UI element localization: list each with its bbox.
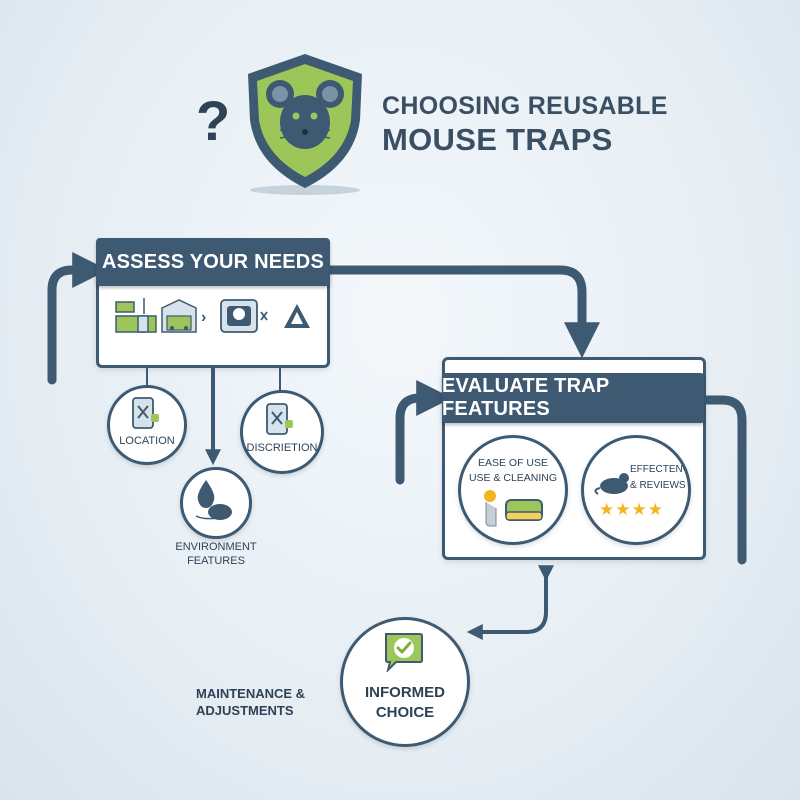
evaluate-features-header: EVALUATE TRAP FEATURES bbox=[442, 373, 704, 423]
loop-arrow-right bbox=[395, 380, 453, 485]
trap-box-icon bbox=[220, 299, 268, 333]
water-drop-icon bbox=[195, 480, 232, 520]
mouse-icon bbox=[594, 473, 629, 495]
effectiveness-label-line2: & REVIEWS bbox=[630, 480, 686, 491]
ease-of-use-label-line2: USE & CLEANING bbox=[468, 472, 558, 484]
location-trap-icon bbox=[132, 397, 159, 429]
arrow-evaluate-choice bbox=[466, 565, 554, 640]
sponge-icon bbox=[484, 490, 543, 527]
informed-choice-label-line1: INFORMED bbox=[365, 684, 445, 701]
check-chat-icon bbox=[385, 633, 423, 672]
arrow-assess-to-evaluate bbox=[325, 265, 600, 359]
question-mark-icon: ? bbox=[196, 89, 231, 152]
loop-arrow-left bbox=[47, 252, 109, 385]
page-title-line2: MOUSE TRAPS bbox=[382, 122, 613, 157]
chevron-right-icon: › bbox=[201, 309, 207, 326]
right-return-line bbox=[697, 395, 747, 565]
location-label: LOCATION bbox=[119, 435, 175, 447]
ease-of-use-circle bbox=[458, 435, 568, 545]
maintenance-label-line1: MAINTENANCE & bbox=[196, 686, 306, 701]
maintenance-label-line2: ADJUSTMENTS bbox=[196, 703, 294, 718]
discretion-label: DISCRIETION bbox=[246, 442, 318, 454]
assess-needs-header: ASSESS YOUR NEEDS bbox=[96, 238, 330, 286]
road-sign-icon bbox=[284, 304, 310, 328]
effectiveness-label-line1: EFFECTEN- bbox=[630, 464, 687, 475]
shield-mouse-icon bbox=[248, 54, 362, 195]
ease-of-use-label-line1: EASE OF USE bbox=[477, 457, 549, 469]
discretion-trap-icon bbox=[266, 403, 293, 435]
environment-label-line2: FEATURES bbox=[187, 555, 245, 567]
environment-label-line1: ENVIRONMENT bbox=[175, 541, 257, 553]
environment-circle bbox=[180, 467, 252, 539]
garage-icon bbox=[161, 299, 197, 333]
rating-stars: ★★★★ bbox=[599, 500, 664, 520]
effectiveness-circle bbox=[581, 435, 691, 545]
informed-choice-label-line2: CHOICE bbox=[375, 704, 435, 721]
page-title-line1: CHOOSING REUSABLE bbox=[382, 92, 668, 120]
kitchen-icon bbox=[115, 298, 157, 333]
